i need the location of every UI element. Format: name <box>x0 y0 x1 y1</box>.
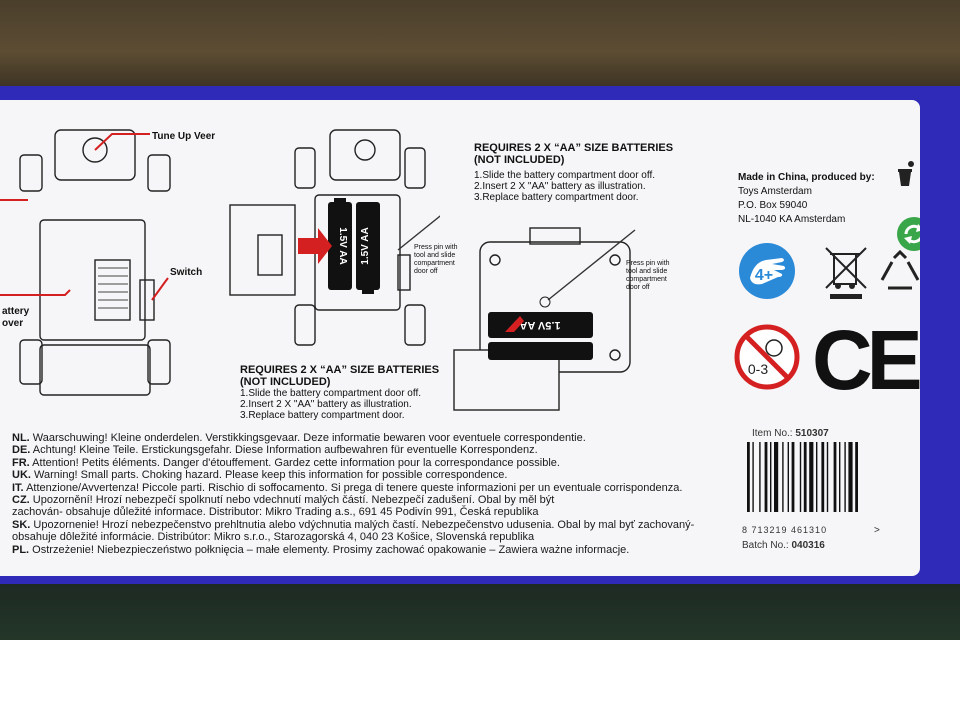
barcode-digits: 8 713219 461310 <box>742 525 828 535</box>
ce-mark: CE <box>812 313 920 407</box>
battery-1-text: 1.5V AA <box>337 227 348 264</box>
tune-up-label: Tune Up Veer <box>152 131 216 142</box>
manufacturer-city: NL-1040 KA Amsterdam <box>738 214 846 225</box>
instructions-right-heading-2: (NOT INCLUDED) <box>474 154 565 166</box>
instructions-left-steps: 1.Slide the battery compartment door off… <box>240 388 422 421</box>
background-shelf-top <box>0 0 960 86</box>
manufacturer-name: Toys Amsterdam <box>738 186 812 197</box>
instructions-left-heading-2: (NOT INCLUDED) <box>240 376 331 388</box>
warning-line: NL. Waarschuwing! Kleine onderdelen. Ver… <box>12 432 586 444</box>
recycle-triangle-icon <box>880 250 920 290</box>
batch-number: Batch No.: 040316 <box>742 540 825 551</box>
warning-line: zachován- obsahuje důležité informace. D… <box>12 506 539 519</box>
background-floor <box>0 640 960 720</box>
item-number: Item No.: 510307 <box>752 428 829 439</box>
battery-cover-label-2: over <box>2 318 24 329</box>
age-hand-icon: 4+ <box>739 243 795 299</box>
background-shelf-bottom <box>0 584 960 640</box>
battery-compartment-diagram: 1.5V AA <box>453 227 636 411</box>
battery-cover-label-1: attery <box>2 306 30 317</box>
instructions-right-heading-1: REQUIRES 2 X “AA” SIZE BATTERIES <box>474 142 674 154</box>
age-range-text: 0-3 <box>748 361 768 377</box>
warning-line: CZ. Upozornění! Hrozí nebezpečí spolknut… <box>12 494 555 507</box>
battery-3-text: 1.5V AA <box>519 319 560 331</box>
warning-line: obsahuje dôležité informácie. Distribúto… <box>12 531 535 544</box>
barcode-marker: > <box>874 525 880 536</box>
car-diagram-middle: 1.5V AA 1.5V AA <box>229 129 440 346</box>
instructions-right-steps: 1.Slide the battery compartment door off… <box>474 170 656 203</box>
age-plus-text: 4+ <box>755 267 773 284</box>
weee-bin-icon <box>825 247 867 299</box>
warning-text-block: NL. Waarschuwing! Kleine onderdelen. Ver… <box>12 432 732 556</box>
car-diagram-left <box>0 129 171 396</box>
warning-line: IT. Attenzione/Avvertenza! Piccole parti… <box>12 481 683 494</box>
warning-line: SK. Upozornenie! Hrozí nebezpečenstvo pr… <box>12 518 695 531</box>
barcode <box>747 442 858 512</box>
battery-2-text: 1.5V AA <box>360 227 371 264</box>
recycle-green-icon <box>897 217 920 251</box>
warning-line: UK. Warning! Small parts. Choking hazard… <box>12 469 508 482</box>
trash-bin-icon <box>898 161 914 186</box>
switch-label: Switch <box>170 267 203 278</box>
warning-line: PL. Ostrzeżenie! Niebezpieczeństwo połkn… <box>12 543 630 556</box>
label-panel: Tune Up Veer Switch attery over 1.5V AA … <box>0 100 920 576</box>
instructions-left-heading-1: REQUIRES 2 X “AA” SIZE BATTERIES <box>240 364 440 376</box>
warning-line: FR. Attention! Petits éléments. Danger d… <box>12 456 560 469</box>
age-warning-icon: 0-3 <box>734 324 800 390</box>
manufacturer-po-box: P.O. Box 59040 <box>738 200 808 211</box>
warning-line: DE. Achtung! Kleine Teile. Erstickungsge… <box>12 444 538 457</box>
made-in-china: Made in China, produced by: <box>738 172 875 183</box>
